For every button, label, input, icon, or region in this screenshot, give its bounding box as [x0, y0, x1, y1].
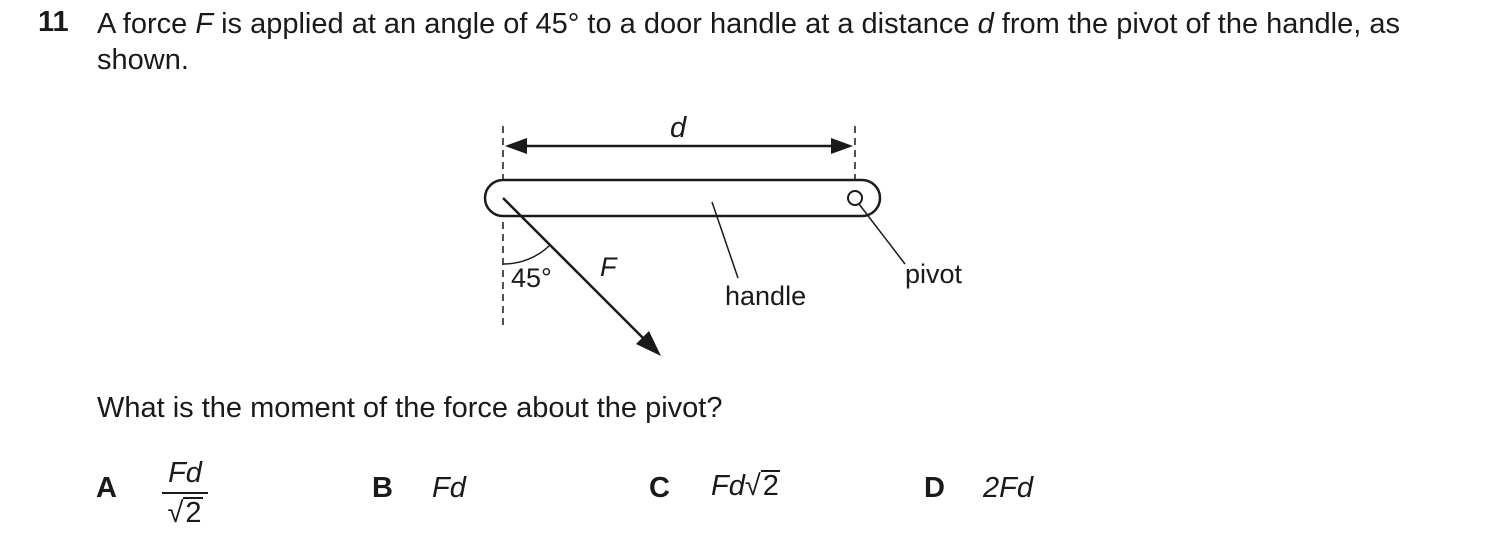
- question-number: 11: [38, 6, 69, 38]
- option-a-fraction[interactable]: Fd √2: [160, 457, 210, 528]
- handle-label: handle: [725, 281, 806, 311]
- handle-bar: [483, 178, 882, 218]
- question-text: A force F is applied at an angle of 45° …: [97, 8, 1400, 76]
- option-c-text[interactable]: Fd√2: [711, 470, 780, 503]
- option-a-numerator: Fd: [168, 457, 202, 489]
- handle-leader-line: [711, 201, 739, 279]
- option-d-text[interactable]: 2Fd: [983, 472, 1033, 504]
- option-d-letter[interactable]: D: [924, 472, 945, 504]
- angle-label: 45°: [511, 263, 552, 293]
- option-a-letter[interactable]: A: [96, 472, 117, 504]
- fraction-bar: [162, 492, 208, 494]
- option-a-denominator: √2: [160, 497, 210, 528]
- option-b-text[interactable]: Fd: [432, 472, 466, 504]
- pivot-label: pivot: [905, 259, 963, 289]
- angle-arc: [502, 244, 551, 265]
- force-label: F: [600, 252, 618, 282]
- option-b-letter[interactable]: B: [372, 472, 393, 504]
- option-c-main: Fd: [711, 470, 745, 502]
- force-arrow-head: [636, 331, 661, 356]
- radical-sign: √: [167, 497, 184, 529]
- option-c-radicand: 2: [760, 470, 780, 502]
- pivot-leader-line: [858, 203, 906, 265]
- distance-arrow-right-head: [831, 138, 853, 154]
- option-c-letter[interactable]: C: [649, 472, 670, 504]
- option-a-radicand: 2: [183, 497, 203, 529]
- question-prompt: What is the moment of the force about th…: [97, 392, 723, 424]
- force-arrow: [502, 197, 652, 347]
- distance-arrow-left-head: [505, 138, 527, 154]
- radical-sign: √: [744, 470, 761, 502]
- distance-label: d: [670, 112, 687, 144]
- pivot-circle: [847, 190, 863, 206]
